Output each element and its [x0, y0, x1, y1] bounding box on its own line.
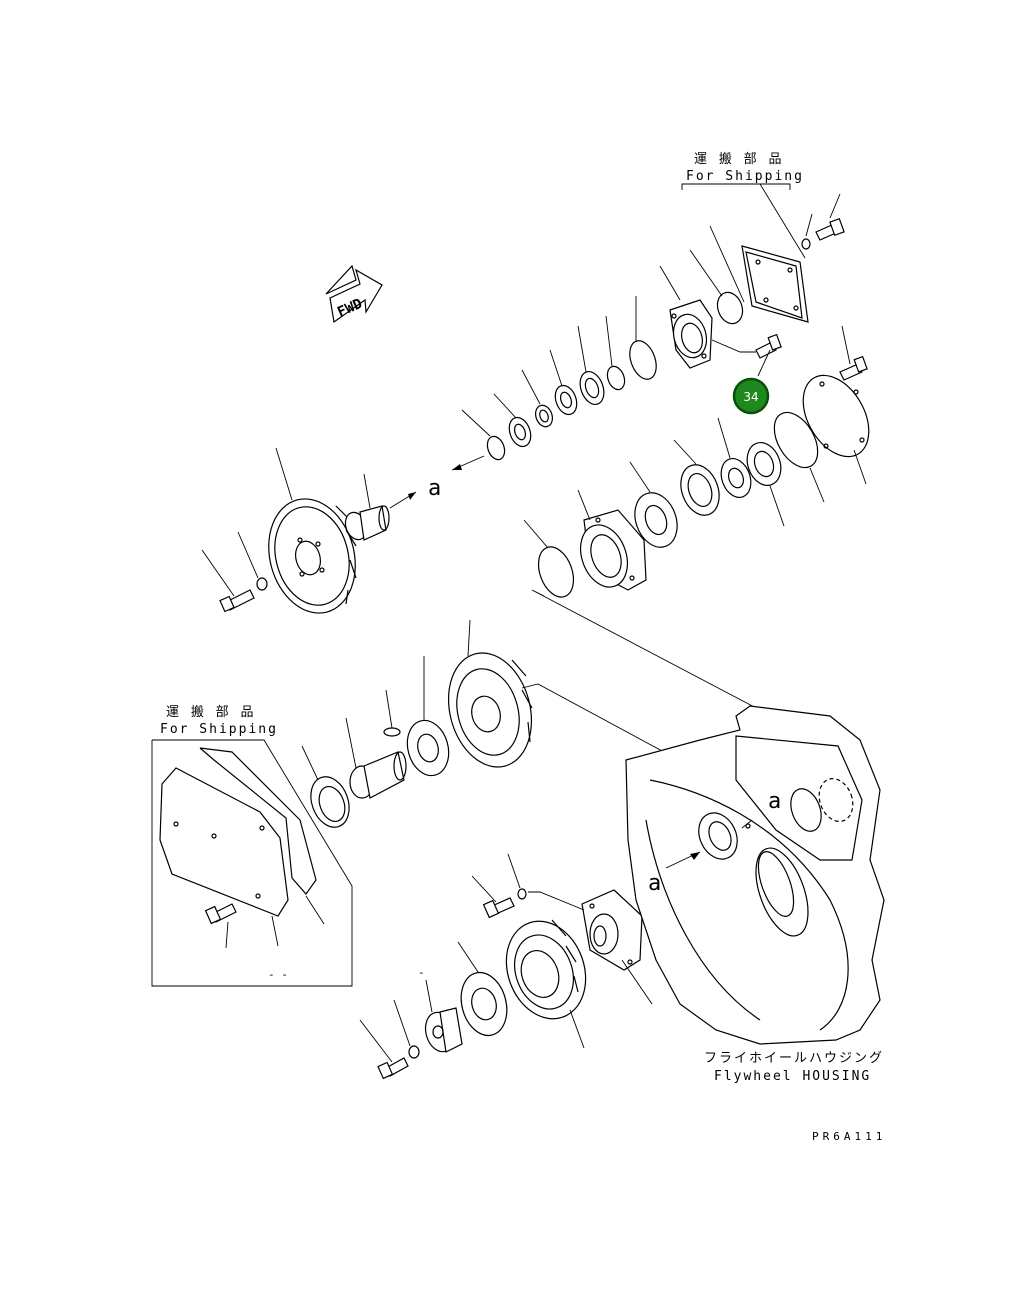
drawing-reference: PR6A111 — [812, 1130, 886, 1143]
shipping-label-top-jp: 運 搬 部 品 — [694, 152, 783, 167]
callout-34-badge[interactable] — [732, 377, 770, 415]
callout-34[interactable]: 34 — [732, 377, 770, 415]
section-arrow-a-upper: a — [428, 455, 485, 501]
middle-gear — [447, 619, 791, 821]
section-a-housing-label: a — [768, 789, 781, 814]
bearing-housing-upper — [659, 225, 745, 369]
bolt-lower-mid — [471, 853, 527, 919]
section-arrow-a-lower: a — [648, 851, 701, 896]
bearing-lower — [457, 941, 508, 1037]
gasket-oval — [716, 291, 744, 325]
shipping-label-top: 運 搬 部 品 For Shipping — [681, 152, 806, 259]
upper-shaft-parts — [461, 296, 657, 461]
fwd-arrow: FWD — [325, 264, 383, 324]
hub-upper — [344, 473, 417, 541]
shipping-label-left-en: For Shipping — [160, 722, 278, 737]
bolt-washer-upper-left — [201, 531, 268, 613]
lower-gear — [505, 919, 587, 1049]
seal-middle — [301, 745, 350, 828]
spline-gear-small — [717, 417, 752, 498]
stray-dash: - — [418, 966, 425, 979]
shipping-cover-plate — [741, 245, 809, 323]
shipping-label-top-en: For Shipping — [686, 169, 804, 184]
upper-gear-group — [629, 374, 870, 548]
flywheel-housing: a — [625, 705, 885, 1045]
shaft-middle — [345, 689, 407, 799]
shipping-box-left-note: - - — [268, 968, 288, 981]
bolt-top-right — [801, 193, 845, 250]
section-a-lower-label: a — [648, 871, 661, 896]
callout-34-number: 34 — [743, 390, 758, 404]
bearing-retainer-upper — [523, 489, 761, 711]
shipping-box-left: 運 搬 部 品 For Shipping - - — [151, 705, 353, 987]
shipping-label-left-jp: 運 搬 部 品 — [166, 705, 255, 720]
flywheel-housing-label: フライホイールハウジング Flywheel HOUSING — [704, 1051, 884, 1084]
bolt-washer-lower-left — [359, 999, 420, 1080]
bolt-right-cover — [839, 325, 868, 381]
housing-label-en: Flywheel HOUSING — [714, 1069, 871, 1084]
collar-lower: - — [418, 966, 463, 1053]
bearing-housing-lower — [528, 889, 653, 1005]
housing-label-jp: フライホイールハウジング — [704, 1051, 884, 1066]
bearing-middle — [406, 656, 450, 777]
bolt-near-callout — [711, 333, 782, 377]
flywheel-upper — [268, 447, 357, 614]
section-a-upper-label: a — [428, 476, 441, 501]
